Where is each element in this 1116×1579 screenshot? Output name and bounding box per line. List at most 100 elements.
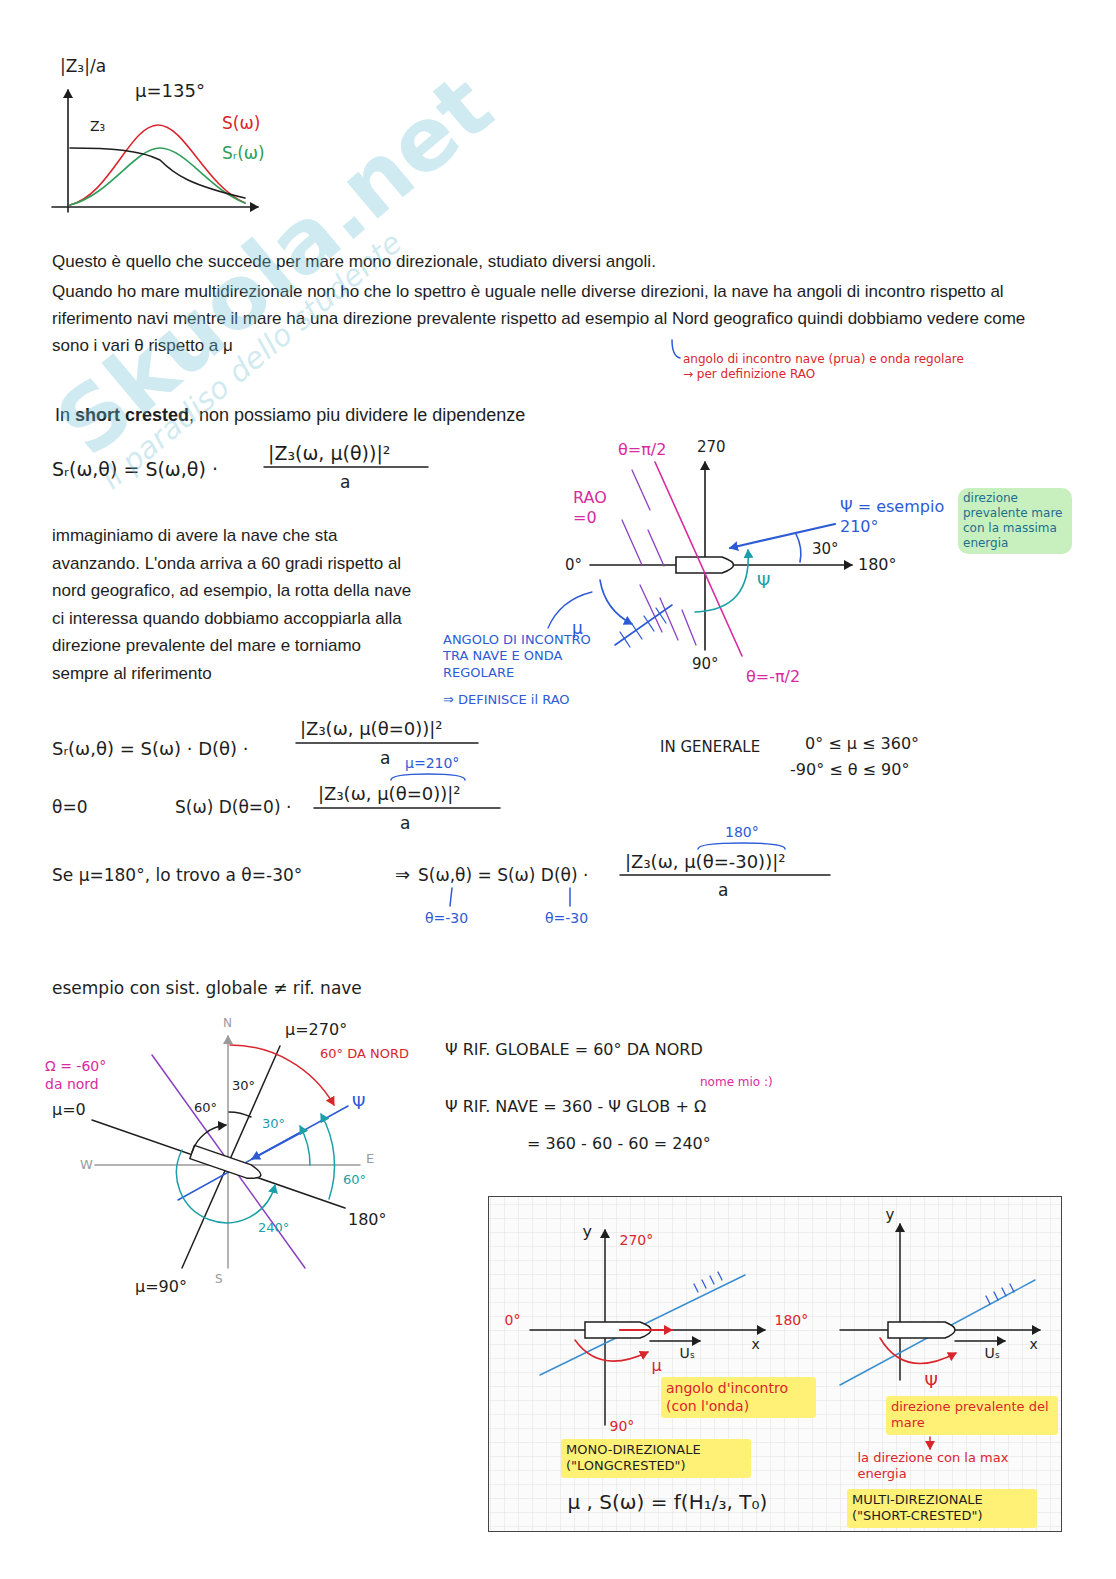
sketch-stroke bbox=[530, 1329, 765, 1331]
sketch-stroke bbox=[600, 580, 632, 624]
note-text: , non possiamo piu dividere le dipendenz… bbox=[189, 404, 525, 427]
note-text: 30° bbox=[812, 540, 839, 559]
highlight-text: angolo d'incontro (con l'onda) bbox=[666, 1380, 811, 1415]
note-text: a bbox=[400, 813, 410, 834]
sketch-stroke bbox=[321, 1114, 334, 1199]
note-text: immaginiamo di avere la nave che sta ava… bbox=[52, 522, 412, 687]
note-text: |Z₃(ω, μ(θ))|² bbox=[268, 442, 390, 466]
sketch-stroke bbox=[955, 1340, 1005, 1342]
sketch-stroke bbox=[190, 1145, 263, 1182]
sketch-stroke bbox=[899, 1224, 901, 1380]
note-text: Ψ = esempio 210° bbox=[840, 497, 952, 537]
sketch-stroke bbox=[644, 616, 654, 631]
note-text: Ω = -60° da nord bbox=[45, 1058, 123, 1093]
sketch-stroke bbox=[672, 340, 680, 358]
sketch-stroke bbox=[620, 632, 630, 647]
highlight-text: direzione prevalente mare con la massima… bbox=[963, 491, 1067, 551]
sketch-stroke bbox=[230, 1045, 334, 1105]
highlight-band: direzione prevalente del mare bbox=[886, 1396, 1058, 1435]
note-text: θ=-30 bbox=[425, 910, 468, 928]
note-text: E bbox=[366, 1151, 374, 1167]
highlight-text: MONO-DIREZIONALE ("LONGCRESTED") bbox=[566, 1442, 746, 1475]
sketch-stroke bbox=[620, 874, 830, 876]
sketch-stroke bbox=[450, 888, 452, 906]
sketch-stroke bbox=[52, 206, 258, 208]
note-text: θ=-30 bbox=[545, 910, 588, 928]
sketch-stroke bbox=[1010, 1284, 1014, 1292]
sketch-stroke bbox=[569, 888, 571, 906]
sketch-stroke bbox=[718, 1272, 722, 1280]
highlight-band: MULTI-DIREZIONALE ("SHORT-CRESTED") bbox=[847, 1489, 1037, 1528]
sketch-stroke bbox=[656, 608, 666, 623]
note-text: 30° bbox=[262, 1116, 285, 1132]
sketch-label: Uₛ bbox=[680, 1345, 695, 1363]
sketch-label: Uₛ bbox=[985, 1345, 1000, 1363]
sketch-stroke bbox=[488, 1196, 1062, 1532]
sketch-stroke bbox=[70, 148, 245, 205]
sketch-stroke bbox=[1002, 1288, 1006, 1296]
note-text: Sᵣ(ω) bbox=[222, 143, 265, 164]
sketch-stroke bbox=[929, 1437, 931, 1449]
note-text: 30° bbox=[232, 1078, 255, 1094]
sketch-stroke bbox=[682, 610, 696, 645]
fraction-lines bbox=[264, 467, 830, 875]
note-text: a bbox=[718, 880, 728, 901]
sketch-stroke bbox=[152, 1055, 305, 1268]
note-text: θ=-π/2 bbox=[746, 667, 800, 687]
sketch-stroke bbox=[888, 1322, 955, 1338]
note-text: a bbox=[340, 472, 350, 493]
sketch-stroke bbox=[695, 550, 748, 612]
sketch-stroke bbox=[840, 1280, 1035, 1385]
sketch-label: 90° bbox=[610, 1418, 635, 1436]
sketch-stroke bbox=[632, 470, 650, 510]
note-text: Ψ bbox=[352, 1093, 365, 1114]
note-text: esempio con sist. globale ≠ rif. nave bbox=[52, 978, 362, 999]
note-text: Se μ=180°, lo trovo a θ=-30° bbox=[52, 865, 302, 886]
note-text: S(ω) D(θ=0) · bbox=[175, 797, 291, 818]
note-text: θ=0 bbox=[52, 797, 87, 818]
framed-box: y270°0°180°xUₛμ90°μ , S(ω) = f(H₁/₃, T₀)… bbox=[488, 1196, 1062, 1532]
note-text: 0° bbox=[565, 556, 582, 575]
sketch-stroke bbox=[178, 1106, 348, 1200]
note-text: μ=210° bbox=[405, 755, 459, 773]
note-text: 90° bbox=[692, 655, 719, 674]
sketch-label: x bbox=[752, 1336, 760, 1354]
sketch-stroke bbox=[615, 605, 672, 645]
note-text: = 360 - 60 - 60 = 240° bbox=[527, 1134, 711, 1154]
note-text: μ=90° bbox=[135, 1277, 187, 1297]
sketch-stroke bbox=[229, 1112, 251, 1117]
note-text: S bbox=[215, 1272, 223, 1287]
sketch-stroke bbox=[264, 466, 428, 468]
sketch-label: 180° bbox=[775, 1312, 809, 1330]
note-text: W bbox=[80, 1157, 93, 1173]
note-text: S(ω) bbox=[222, 113, 260, 134]
note-text: RAO =0 bbox=[573, 488, 615, 528]
comparison-sketches bbox=[488, 1196, 1062, 1532]
sketch-stroke bbox=[694, 1272, 722, 1292]
sketch-stroke bbox=[622, 470, 696, 645]
sketch-stroke bbox=[227, 1036, 229, 1268]
highlight-text: MULTI-DIREZIONALE ("SHORT-CRESTED") bbox=[852, 1492, 1032, 1525]
highlight-note: direzione prevalente mare con la massima… bbox=[958, 488, 1072, 554]
note-text: 60° bbox=[343, 1172, 366, 1188]
note-text: 180° bbox=[348, 1210, 387, 1230]
note-text: nome mio :) bbox=[700, 1075, 773, 1090]
note-text: |Z₃(ω, μ(θ=0))|² bbox=[318, 783, 461, 806]
sketch-stroke bbox=[296, 742, 478, 744]
note-text: 0° ≤ μ ≤ 360° bbox=[805, 734, 919, 754]
sketch-stroke bbox=[575, 1340, 648, 1361]
sketch-stroke bbox=[648, 530, 664, 566]
sketch-stroke bbox=[192, 1125, 226, 1152]
note-text: μ=270° bbox=[285, 1020, 347, 1040]
sketch-stroke bbox=[252, 1133, 300, 1159]
sketch-stroke bbox=[70, 148, 245, 198]
sketch-stroke bbox=[548, 592, 592, 628]
sketch-stroke bbox=[986, 1296, 990, 1304]
sketch-stroke bbox=[650, 1340, 700, 1342]
note-text: 60° bbox=[194, 1100, 217, 1116]
sketch-stroke bbox=[655, 462, 742, 656]
note-text: Sᵣ(ω,θ) = S(ω) · D(θ) · bbox=[52, 738, 249, 761]
sketch-stroke bbox=[300, 1126, 310, 1165]
